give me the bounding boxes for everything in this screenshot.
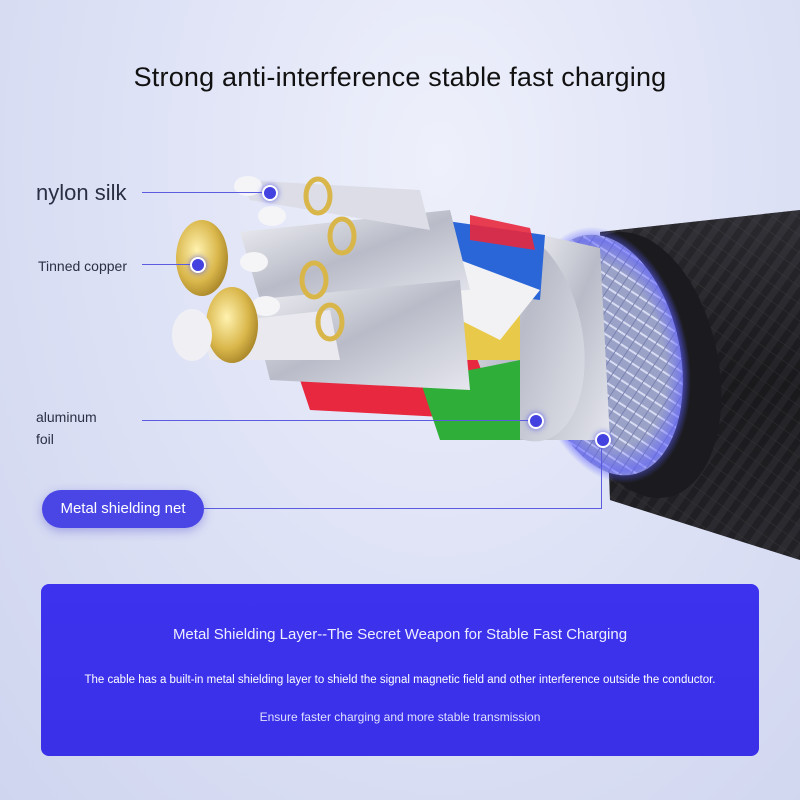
copper-marker-dot [190, 257, 206, 273]
aluminum-leader-line [142, 420, 534, 421]
panel-title: Metal Shielding Layer--The Secret Weapon… [172, 626, 628, 643]
nylon-label: nylon silk [36, 180, 127, 205]
panel-tagline: Ensure faster charging and more stable t… [259, 710, 541, 724]
nylon-marker-dot [262, 185, 278, 201]
aluminum-label: aluminum foil [36, 409, 97, 447]
copper-leader-line [142, 264, 196, 265]
page-title: Strong anti-interference stable fast cha… [133, 62, 667, 92]
panel-description: The cable has a built-in metal shielding… [84, 674, 716, 686]
aluminum-marker-dot [528, 413, 544, 429]
shield-leader-vertical [601, 440, 602, 509]
shield-leader-line [204, 508, 602, 509]
copper-label: Tinned copper [38, 258, 127, 274]
info-panel: Metal Shielding Layer--The Secret Weapon… [41, 584, 759, 756]
nylon-leader-line [142, 192, 268, 193]
shield-label-badge: Metal shielding net [42, 490, 204, 528]
shield-marker-dot [595, 432, 611, 448]
